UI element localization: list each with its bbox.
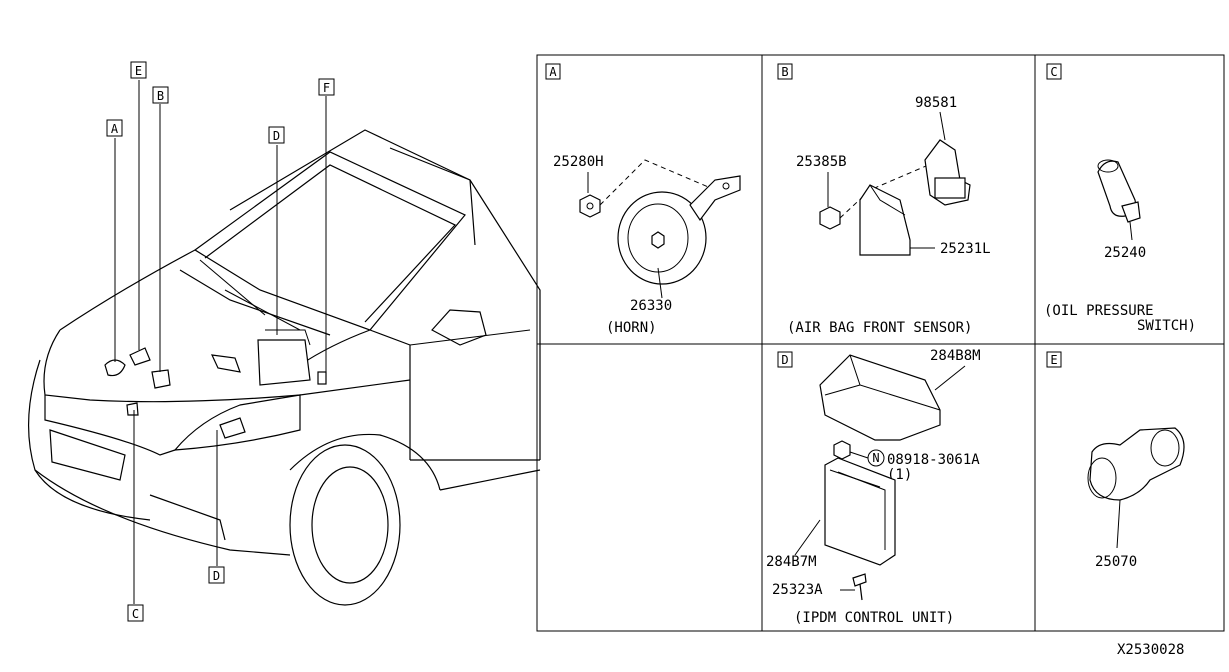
bolt-icon bbox=[852, 573, 867, 587]
panel-E: E 25070 bbox=[1046, 351, 1185, 570]
part-number-25070: 25070 bbox=[1095, 554, 1137, 570]
panel-D: D 284B8M N 08918-3061A (1) 284B7M 25323A… bbox=[766, 348, 981, 626]
part-number-08918-3061A: 08918-3061A bbox=[887, 452, 980, 468]
panel-B: B 98581 25385B 25231L (AIR BAG FRONT SEN… bbox=[777, 63, 991, 336]
part-number-25280H: 25280H bbox=[553, 154, 604, 170]
part-number-284B8M: 284B8M bbox=[930, 348, 981, 364]
caption-horn: (HORN) bbox=[606, 320, 657, 336]
callout-A[interactable]: A bbox=[106, 119, 123, 137]
svg-text:D: D bbox=[781, 353, 788, 367]
part-number-284B7M: 284B7M bbox=[766, 554, 817, 570]
caption-oil-pressure-line2: SWITCH) bbox=[1137, 318, 1196, 334]
svg-text:D: D bbox=[273, 129, 280, 143]
caption-oil-pressure-line1: (OIL PRESSURE bbox=[1044, 303, 1154, 319]
part-number-25240: 25240 bbox=[1104, 245, 1146, 261]
nut-icon bbox=[819, 206, 841, 230]
svg-text:B: B bbox=[781, 65, 788, 79]
svg-text:D: D bbox=[213, 569, 220, 583]
callout-D-top[interactable]: D bbox=[268, 126, 285, 144]
caption-ipdm: (IPDM CONTROL UNIT) bbox=[794, 610, 954, 626]
part-number-25231L: 25231L bbox=[940, 241, 991, 257]
svg-text:E: E bbox=[135, 64, 142, 78]
callout-F[interactable]: F bbox=[318, 78, 335, 96]
svg-text:A: A bbox=[549, 65, 557, 79]
callout-D-bottom[interactable]: D bbox=[208, 566, 225, 584]
svg-text:C: C bbox=[1050, 65, 1057, 79]
nut-icon bbox=[579, 194, 601, 218]
car-overview bbox=[27, 129, 541, 606]
panel-A: A 25280H 26330 (HORN) bbox=[545, 63, 741, 336]
callout-B[interactable]: B bbox=[152, 86, 169, 104]
svg-text:C: C bbox=[132, 607, 139, 621]
callout-E[interactable]: E bbox=[130, 61, 147, 79]
sensor-connector-icon bbox=[1089, 427, 1185, 501]
callout-leaders bbox=[114, 80, 327, 604]
callout-C[interactable]: C bbox=[127, 604, 144, 622]
ipdm-unit-icon bbox=[824, 457, 896, 566]
part-number-25323A: 25323A bbox=[772, 582, 823, 598]
ipdm-cover-icon bbox=[819, 354, 941, 441]
svg-text:A: A bbox=[111, 122, 119, 136]
diagram-id: X2530028 bbox=[1117, 642, 1184, 658]
svg-text:B: B bbox=[157, 89, 164, 103]
svg-text:F: F bbox=[323, 81, 330, 95]
panel-C: C 25240 (OIL PRESSURE SWITCH) bbox=[1044, 63, 1196, 334]
caption-air-bag-sensor: (AIR BAG FRONT SENSOR) bbox=[787, 320, 972, 336]
svg-text:E: E bbox=[1050, 353, 1057, 367]
detail-grid bbox=[536, 54, 1225, 632]
part-number-25385B: 25385B bbox=[796, 154, 847, 170]
nut-symbol: N bbox=[872, 451, 879, 465]
part-number-26330: 26330 bbox=[630, 298, 672, 314]
part-number-98581: 98581 bbox=[915, 95, 957, 111]
